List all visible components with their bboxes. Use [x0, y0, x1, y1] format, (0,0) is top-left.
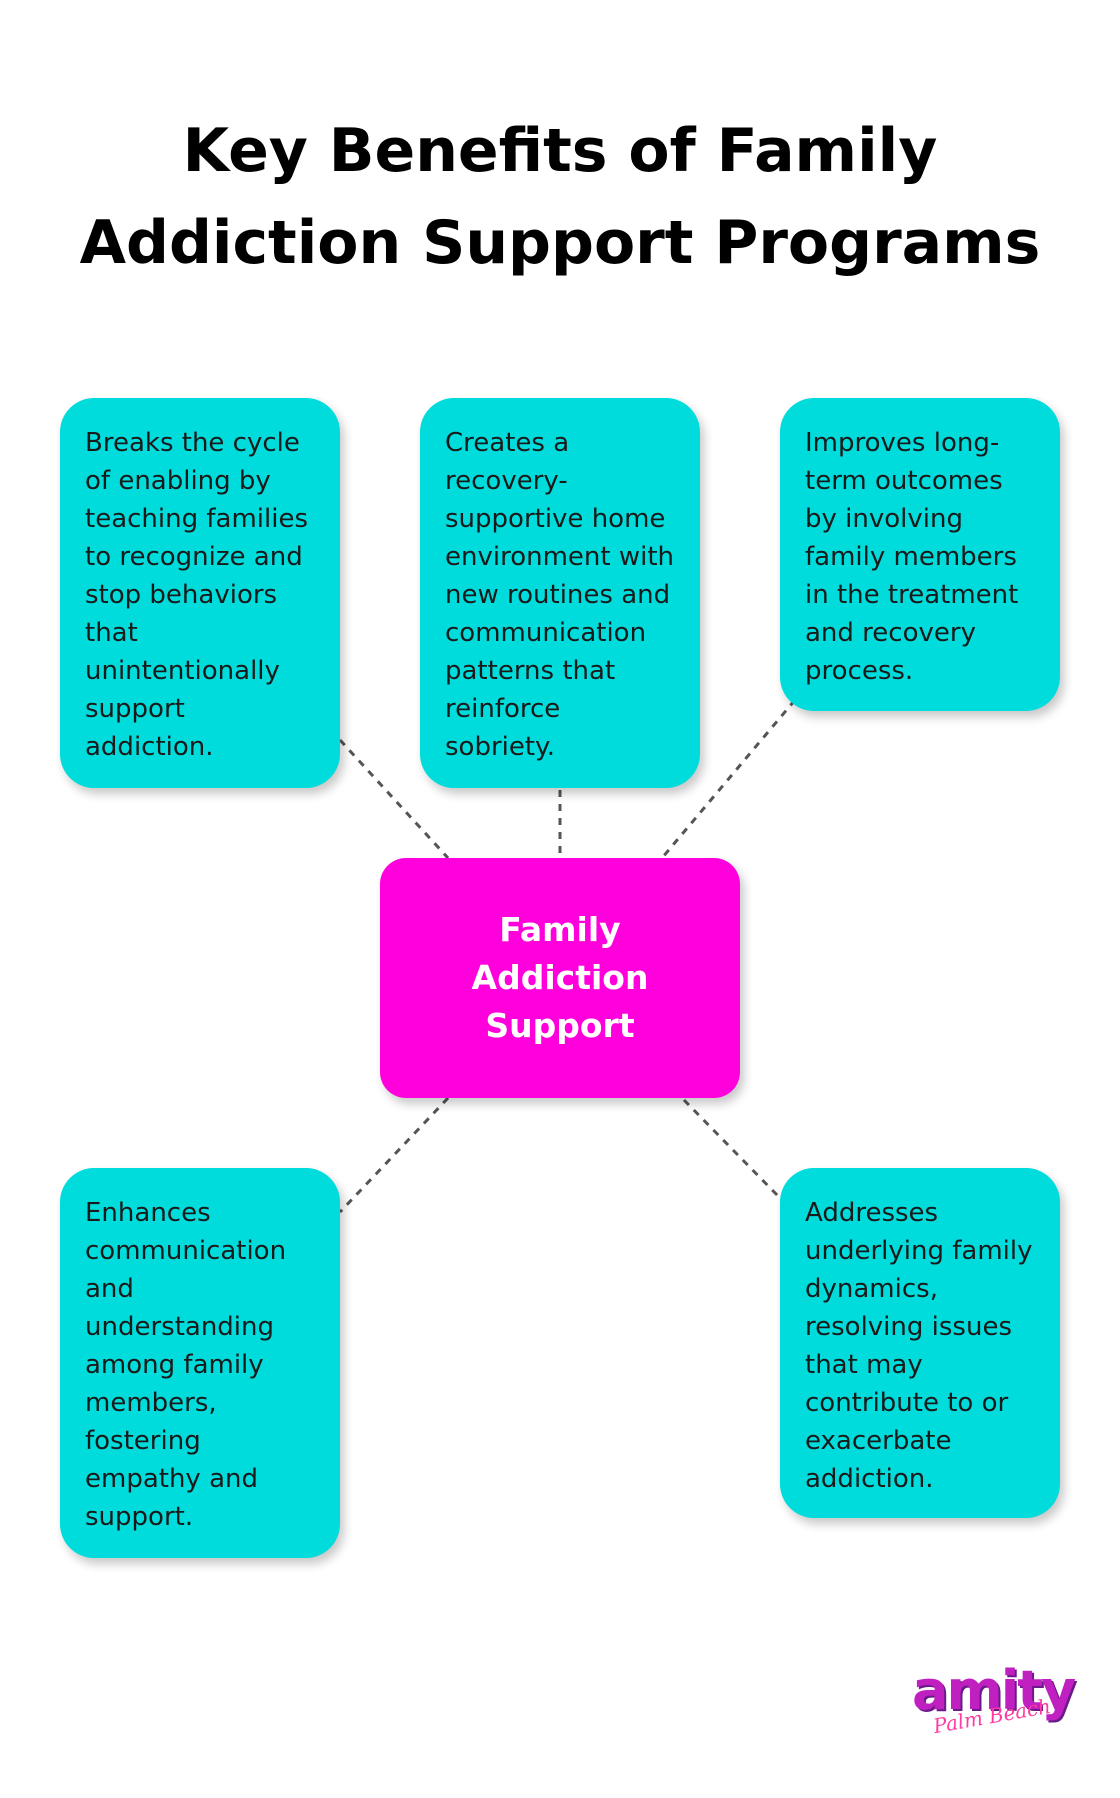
benefit-box-family-dynamics: Addresses underlying family dynamics, re… — [780, 1168, 1060, 1518]
benefit-box-long-term-outcomes: Improves long-term outcomes by involving… — [780, 398, 1060, 711]
page-title: Key Benefits of Family Addiction Support… — [60, 105, 1060, 289]
amity-logo: amity Palm Beach — [912, 1658, 1076, 1740]
benefit-box-home-environment: Creates a recovery-supportive home envir… — [420, 398, 700, 788]
center-node: Family Addiction Support — [380, 858, 740, 1098]
connector-line — [682, 1098, 784, 1202]
center-node-label: Family Addiction Support — [471, 910, 649, 1045]
benefit-box-communication: Enhances communication and understanding… — [60, 1168, 340, 1558]
title-line-2: Addiction Support Programs — [79, 208, 1041, 278]
benefit-box-enabling: Breaks the cycle of enabling by teaching… — [60, 398, 340, 788]
connector-line — [338, 1096, 450, 1214]
logo-wordmark: amity — [912, 1659, 1076, 1722]
title-line-1: Key Benefits of Family — [182, 116, 938, 186]
connector-line — [660, 699, 797, 859]
